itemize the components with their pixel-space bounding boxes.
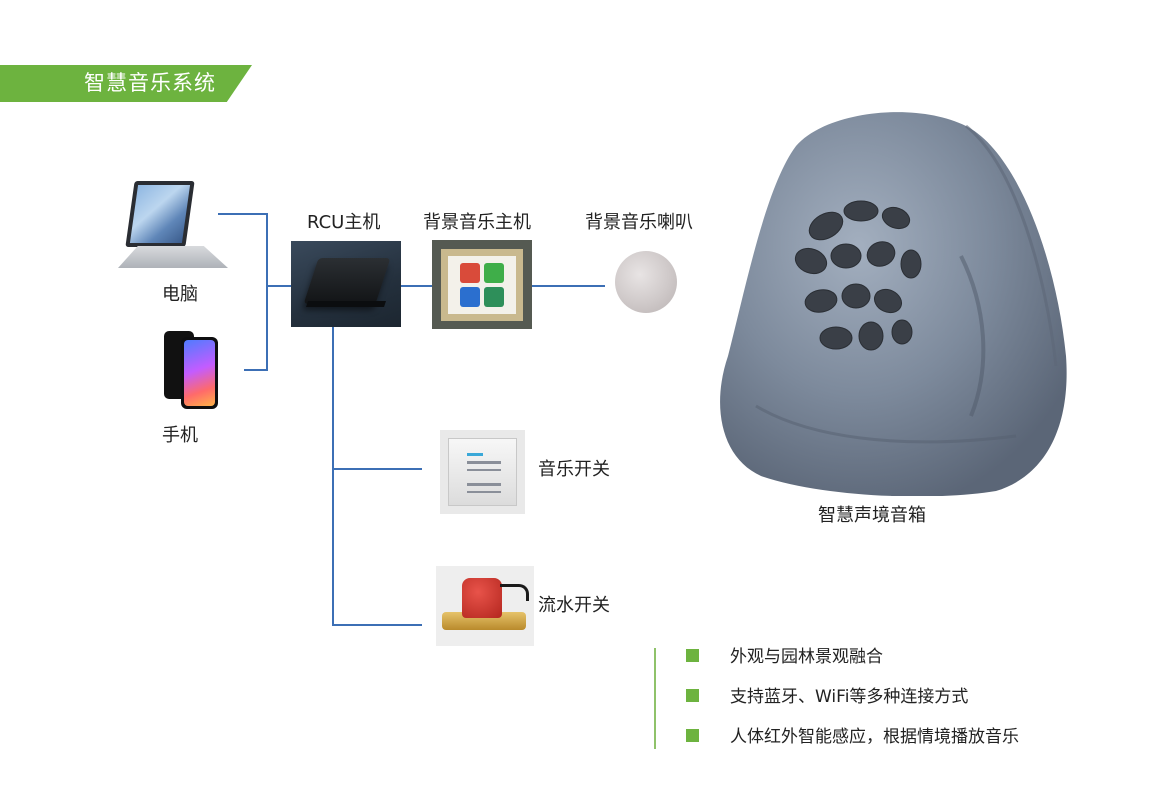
title-banner — [0, 65, 252, 102]
wall-switch-icon — [440, 430, 525, 514]
label-phone: 手机 — [162, 425, 198, 446]
feature-divider — [654, 648, 656, 749]
rcu-box-icon — [291, 241, 401, 327]
feature-bullet — [686, 689, 699, 702]
wire-rcu-down — [332, 327, 422, 626]
label-bgm-host: 背景音乐主机 — [423, 212, 531, 233]
rock-speaker-icon — [720, 112, 1067, 496]
feature-item-3: 人体红外智能感应，根据情境播放音乐 — [730, 727, 1019, 747]
feature-bullet — [686, 649, 699, 662]
label-rock-speaker: 智慧声境音箱 — [818, 505, 926, 526]
label-water-switch: 流水开关 — [538, 595, 610, 616]
feature-bullet — [686, 729, 699, 742]
wall-panel-icon — [432, 240, 532, 329]
label-rcu: RCU主机 — [307, 212, 381, 233]
label-bgm-speaker: 背景音乐喇叭 — [585, 212, 693, 233]
label-computer: 电脑 — [162, 284, 198, 305]
page-title: 智慧音乐系统 — [84, 71, 216, 95]
wire-computer — [218, 213, 268, 371]
feature-item-2: 支持蓝牙、WiFi等多种连接方式 — [730, 687, 969, 707]
feature-item-1: 外观与园林景观融合 — [730, 647, 883, 667]
label-music-switch: 音乐开关 — [538, 459, 610, 480]
ceiling-speaker-icon — [615, 251, 677, 313]
water-flow-switch-icon — [436, 566, 534, 646]
